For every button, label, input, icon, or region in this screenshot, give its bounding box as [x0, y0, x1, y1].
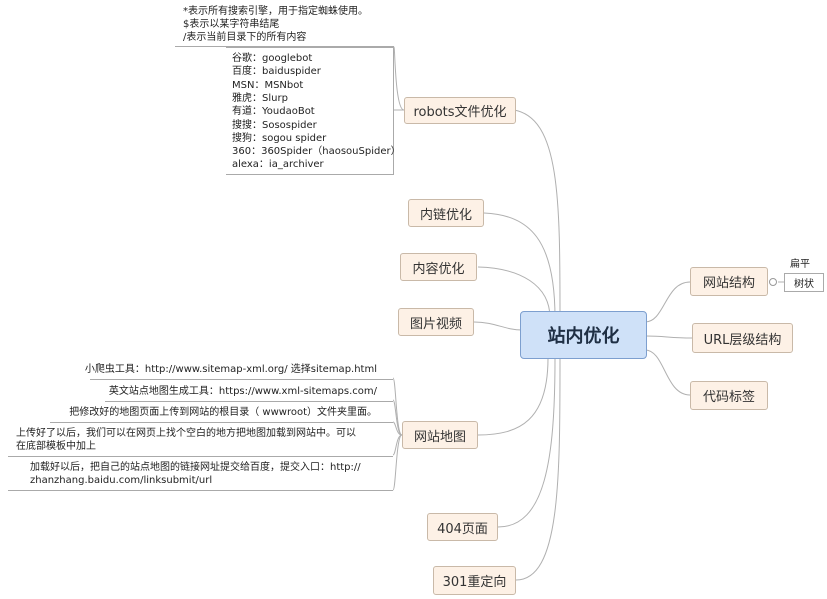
- connector-jiegou: [644, 281, 691, 323]
- node-301-label: 301重定向: [442, 575, 507, 590]
- spider-item: 有道：YoudaoBot: [232, 106, 315, 118]
- robots-note-underline: [175, 46, 394, 47]
- spider-item: MSN：MSNbot: [232, 79, 304, 91]
- node-404-label: 404页面: [437, 521, 488, 537]
- sitemap-note-text: 把修改好的地图页面上传到网站的根目录（ wwwroot）文件夹里面。: [69, 407, 377, 418]
- node-url[interactable]: URL层级结构: [692, 323, 793, 353]
- node-daima[interactable]: 代码标签: [690, 381, 768, 410]
- connector-ditu: [477, 357, 549, 436]
- connector-sitemap-5: [392, 434, 403, 491]
- connector-neirong: [477, 266, 551, 319]
- sitemap-note-text: 在底部模板中加上: [16, 441, 96, 452]
- sitemap-note-underline: [50, 422, 393, 423]
- node-url-label: URL层级结构: [703, 332, 782, 348]
- node-jiegou-label: 网站结构: [702, 276, 755, 291]
- sitemap-note-text: zhanzhang.baidu.com/linksubmit/url: [30, 475, 213, 486]
- center-label: 站内优化: [547, 326, 620, 347]
- sitemap-note-underline: [8, 456, 393, 457]
- node-robots[interactable]: robots文件优化: [404, 97, 516, 124]
- connector-robots: [513, 109, 561, 319]
- type-bianping[interactable]: 扁平: [790, 259, 810, 270]
- center-node[interactable]: 站内优化: [520, 311, 647, 359]
- sitemap-note-underline: [90, 379, 393, 380]
- spider-item: 谷歌：googlebot: [232, 53, 313, 64]
- spider-list-frame: [226, 47, 394, 175]
- sitemap-note-text: 加载好以后，把自己的站点地图的链接网址提交给百度，提交入口：http://: [30, 462, 361, 473]
- spider-item: 雅虎：Slurp: [232, 92, 288, 104]
- node-jiegou[interactable]: 网站结构: [690, 267, 768, 296]
- robots-note-2: $表示以某字符串结尾: [183, 19, 280, 30]
- collapse-toggle-icon[interactable]: [769, 278, 777, 286]
- node-tupian[interactable]: 图片视频: [398, 308, 474, 336]
- node-301[interactable]: 301重定向: [433, 566, 516, 595]
- node-neilian[interactable]: 内链优化: [408, 199, 484, 227]
- connector-daima: [644, 349, 691, 396]
- robots-note-3: /表示当前目录下的所有内容: [183, 32, 307, 43]
- connector-sitemap-2: [392, 399, 403, 436]
- node-404[interactable]: 404页面: [427, 513, 498, 541]
- sitemap-note-underline: [8, 490, 393, 491]
- node-tupian-label: 图片视频: [409, 316, 462, 332]
- sitemap-note-text: 小爬虫工具：http://www.sitemap-xml.org/ 选择site…: [84, 364, 377, 375]
- node-neilian-label: 内链优化: [419, 207, 472, 223]
- spider-item: 百度：baiduspider: [232, 66, 321, 78]
- node-neirong[interactable]: 内容优化: [400, 253, 477, 281]
- type-shuzhuang[interactable]: 树状: [784, 273, 824, 292]
- node-daima-label: 代码标签: [702, 390, 755, 405]
- sitemap-note-text: 英文站点地图生成工具：https://www.xml-sitemaps.com/: [108, 386, 377, 397]
- spider-item: 搜狗：sogou spider: [232, 132, 327, 144]
- robots-note-1: *表示所有搜索引擎，用于指定蜘蛛使用。: [183, 6, 368, 17]
- sitemap-note-underline: [105, 401, 393, 402]
- spider-item: 360：360Spider（haosouSpider）: [232, 146, 401, 158]
- connector-sitemap-3: [392, 421, 403, 436]
- connector-301: [515, 357, 561, 581]
- spider-item: alexa：ia_archiver: [232, 159, 324, 171]
- sitemap-note-text: 上传好了以后，我们可以在网页上找个空白的地方把地图加载到网站中。可以: [16, 428, 356, 439]
- node-neirong-label: 内容优化: [412, 261, 465, 277]
- connector-tupian: [473, 321, 523, 331]
- connector-neilian: [483, 212, 556, 319]
- node-robots-label: robots文件优化: [413, 105, 507, 120]
- connector-robots-notes: [393, 46, 405, 111]
- node-ditu-label: 网站地图: [413, 429, 466, 445]
- connector-url: [645, 335, 693, 339]
- connector-404: [497, 357, 556, 528]
- spider-item: 搜搜：Sosospider: [232, 119, 317, 131]
- node-ditu[interactable]: 网站地图: [402, 421, 478, 449]
